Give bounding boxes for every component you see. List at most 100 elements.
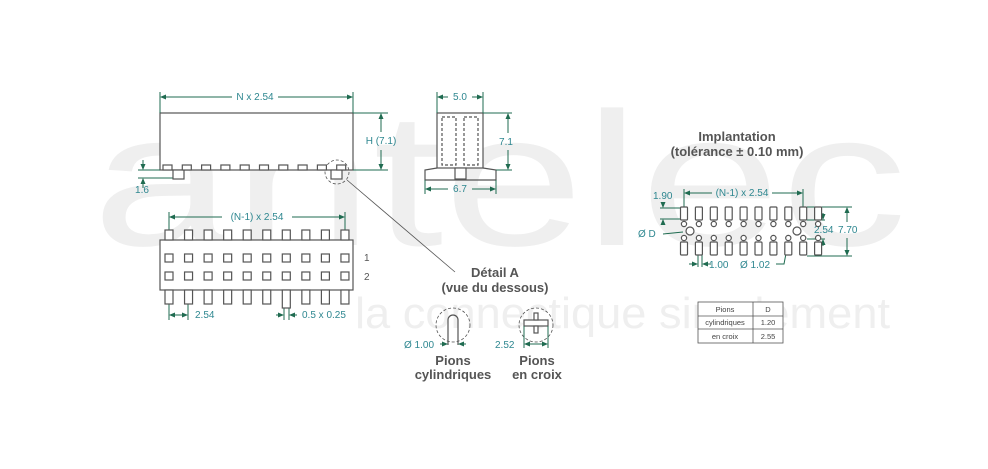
peg-hole xyxy=(685,226,695,236)
pin-bottom xyxy=(281,289,291,309)
detail-a: Détail A (vue du dessous) Ø 1.00 Pions c… xyxy=(346,179,563,382)
front-notch xyxy=(336,164,347,171)
bottom-span-dim: (N-1) x 2.54 xyxy=(231,212,284,223)
pin-top xyxy=(340,229,350,241)
contact-row-2 xyxy=(262,271,272,281)
side-height-dim: 7.1 xyxy=(499,137,513,148)
pad-bottom xyxy=(754,241,763,256)
pad-bottom xyxy=(694,241,704,256)
detail-subtitle: (vue du dessous) xyxy=(442,280,549,295)
contact-row-2 xyxy=(242,271,252,281)
row-label-1: 1 xyxy=(364,253,370,264)
hole-top xyxy=(725,220,732,228)
hole-bottom xyxy=(814,234,822,242)
peg-table: Pions D cylindriques 1.20 en croix 2.55 xyxy=(697,301,784,344)
front-notch xyxy=(201,164,212,171)
pin-top xyxy=(320,229,330,241)
front-notch xyxy=(239,164,250,171)
front-notch xyxy=(162,164,173,171)
pad-top xyxy=(724,206,733,221)
hole-top xyxy=(680,220,688,228)
table-header-pions: Pions xyxy=(716,305,735,314)
pin-bottom xyxy=(242,289,252,305)
cyl-dim: Ø 1.00 xyxy=(404,340,434,351)
row-label-2: 2 xyxy=(364,272,370,283)
table-cell: cylindriques xyxy=(705,318,745,327)
contact-row-2 xyxy=(301,271,311,281)
contact-row-2 xyxy=(223,271,233,281)
pad-bottom xyxy=(769,241,778,256)
fp-pad-dim: 1.90 xyxy=(653,191,673,202)
hole-bottom xyxy=(785,234,792,242)
pad-bottom xyxy=(813,241,823,256)
hole-bottom xyxy=(725,234,732,242)
pin-bottom xyxy=(262,289,272,305)
hole-top xyxy=(770,220,777,228)
pad-top xyxy=(784,206,793,221)
detail-title: Détail A xyxy=(471,265,520,280)
pin-top xyxy=(203,229,213,241)
front-notch xyxy=(220,164,231,171)
pin-bottom xyxy=(301,289,311,305)
contact-row-1 xyxy=(281,253,291,263)
front-notch xyxy=(181,164,192,171)
front-height-dim: H (7.1) xyxy=(366,136,397,147)
fp-row-span: 7.70 xyxy=(838,225,858,236)
pin-bottom xyxy=(320,289,330,305)
pin-bottom xyxy=(340,289,350,305)
contact-row-1 xyxy=(301,253,311,263)
hole-bottom xyxy=(800,234,807,242)
cross-dim: 2.52 xyxy=(495,340,515,351)
table-cell: en croix xyxy=(712,332,739,341)
contact-row-1 xyxy=(262,253,272,263)
pad-top xyxy=(694,206,704,221)
cyl-label-2: cylindriques xyxy=(415,367,492,382)
side-width-dim: 5.0 xyxy=(453,92,467,103)
pad-top xyxy=(754,206,763,221)
pad-top xyxy=(769,206,778,221)
hole-bottom xyxy=(680,234,688,242)
hole-top xyxy=(710,220,718,228)
contact-row-2 xyxy=(340,271,350,281)
side-base-dim: 6.7 xyxy=(453,184,467,195)
pin-top xyxy=(183,229,194,241)
pin-top xyxy=(301,229,311,241)
front-notch xyxy=(297,164,308,171)
hole-top xyxy=(695,220,703,228)
footprint-title: Implantation xyxy=(698,129,775,144)
pin-top xyxy=(242,229,252,241)
pin-bottom xyxy=(164,289,174,305)
pitch-dim: 2.54 xyxy=(195,310,215,321)
hole-bottom xyxy=(755,234,762,242)
pin-bottom xyxy=(183,289,194,305)
hole-top xyxy=(785,220,792,228)
table-cell: 2.55 xyxy=(761,332,776,341)
pad-top xyxy=(799,206,808,221)
hole-bottom xyxy=(695,234,703,242)
contact-row-1 xyxy=(183,253,194,263)
hole-bottom xyxy=(710,234,718,242)
pin-top xyxy=(164,229,174,241)
table-header-d: D xyxy=(765,305,771,314)
cross-label-1: Pions xyxy=(519,353,554,368)
pin-top xyxy=(281,229,291,241)
front-view: N x 2.54 H (7.1) 1.6 xyxy=(135,92,396,196)
front-notch xyxy=(258,164,270,171)
pad-bottom xyxy=(739,241,748,256)
front-standoff-dim: 1.6 xyxy=(135,185,149,196)
pad-top xyxy=(679,206,689,221)
contact-row-1 xyxy=(223,253,233,263)
pad-top xyxy=(709,206,718,221)
peg-hole xyxy=(792,226,802,236)
pad-bottom xyxy=(724,241,733,256)
fp-peg-dim: Ø D xyxy=(638,229,656,240)
contact-row-2 xyxy=(164,271,174,281)
hole-top xyxy=(740,220,747,228)
front-width-dim: N x 2.54 xyxy=(236,92,274,103)
pin-bottom xyxy=(203,289,213,305)
contact-row-2 xyxy=(203,271,213,281)
detail-a-marker xyxy=(324,159,350,185)
footprint: Implantation (tolérance ± 0.10 mm) (N-1)… xyxy=(638,129,858,271)
pin-size-dim: 0.5 x 0.25 xyxy=(302,310,346,321)
